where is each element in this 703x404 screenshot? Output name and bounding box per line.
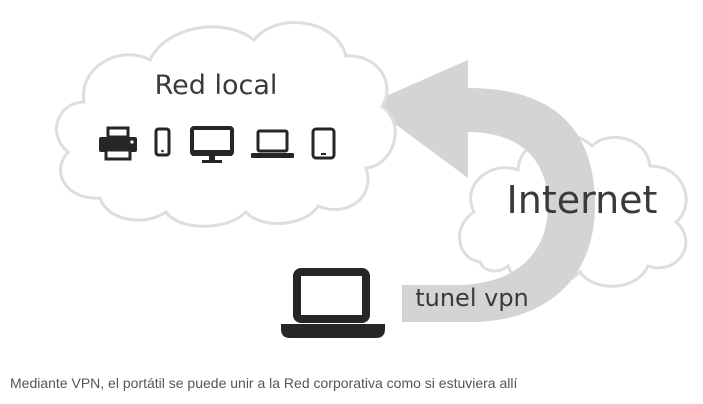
local-network-cloud bbox=[55, 21, 397, 228]
printer-icon bbox=[99, 126, 137, 161]
monitor-icon bbox=[190, 126, 234, 163]
tablet-icon bbox=[311, 127, 336, 160]
local-network-label: Red local bbox=[155, 70, 278, 101]
vpn-diagram: Red local Internet tunel vpn bbox=[55, 21, 688, 338]
smartphone-icon bbox=[154, 127, 171, 157]
laptop-icon bbox=[251, 129, 294, 158]
figure-caption: Mediante VPN, el portátil se puede unir … bbox=[10, 375, 518, 391]
tunnel-label: tunel vpn bbox=[415, 284, 529, 312]
remote-laptop-icon bbox=[281, 268, 385, 338]
internet-label: Internet bbox=[507, 178, 658, 222]
vpn-tunnel-arrow bbox=[368, 60, 595, 322]
